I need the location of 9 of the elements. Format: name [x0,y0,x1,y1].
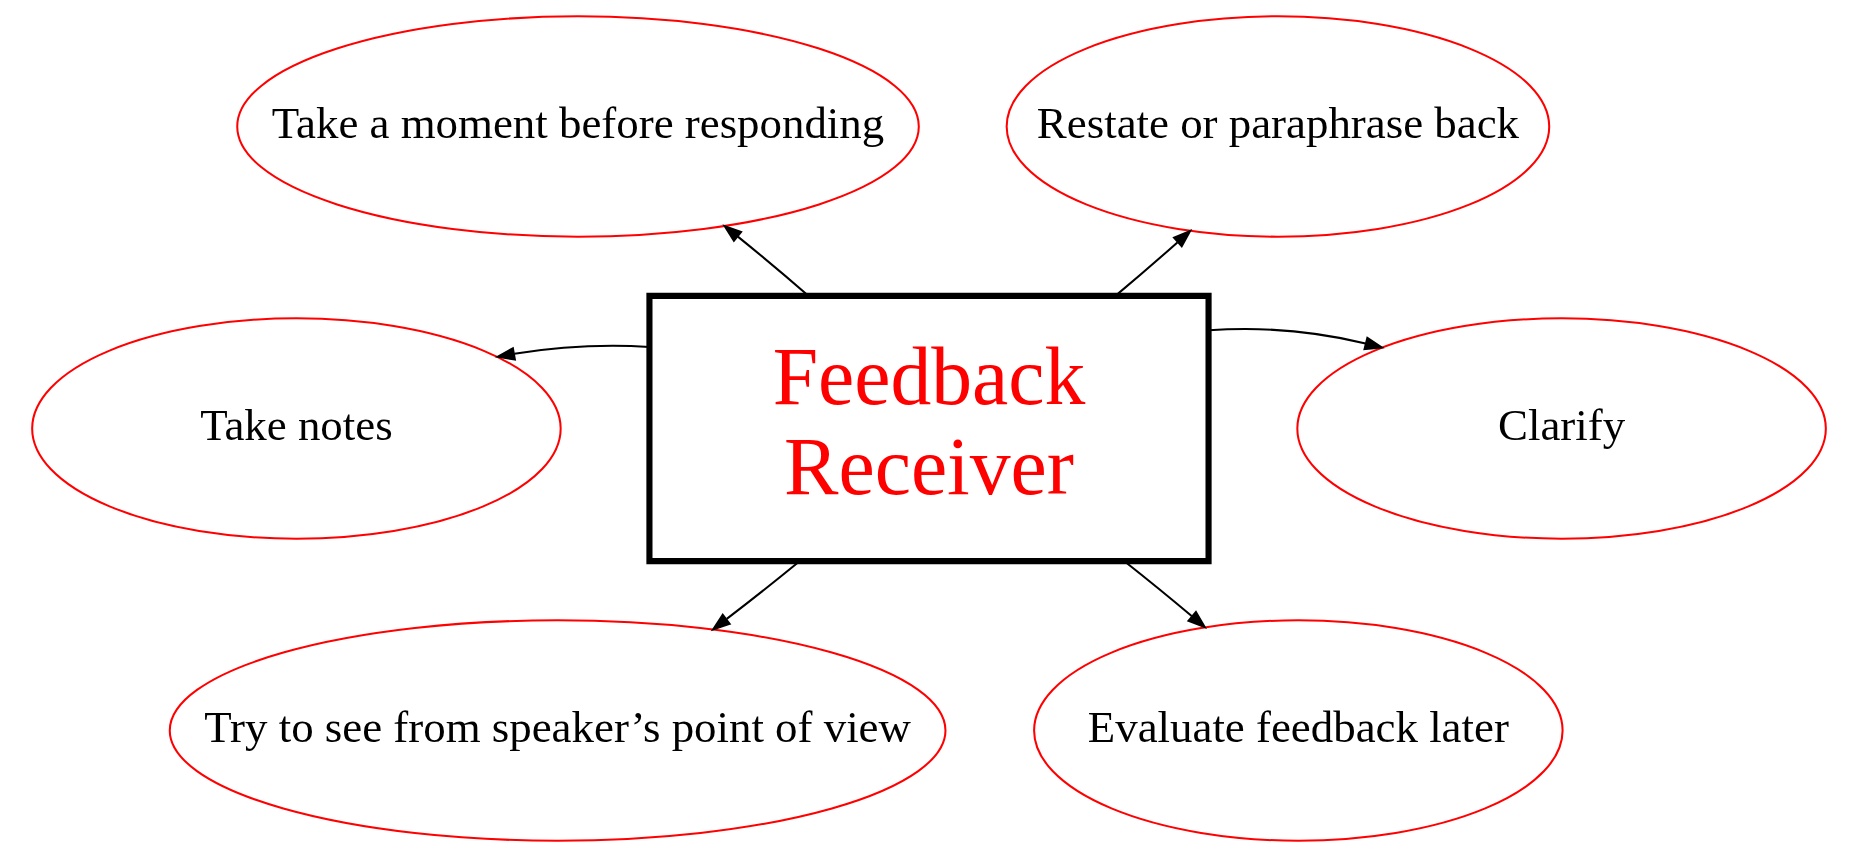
node-ellipse: Clarify [1296,317,1827,540]
node-ellipse: Take a moment before responding [236,15,920,238]
node-ellipse: Try to see from speaker’s point of view [168,619,947,842]
arrow [1208,328,1385,351]
node-ellipse: Restate or paraphrase back [1005,15,1551,238]
node-ellipse: Take notes [31,317,562,540]
node-ellipse: Evaluate feedback later [1033,619,1564,842]
node-box: Feedback Receiver [646,292,1212,565]
arrow [494,344,650,361]
